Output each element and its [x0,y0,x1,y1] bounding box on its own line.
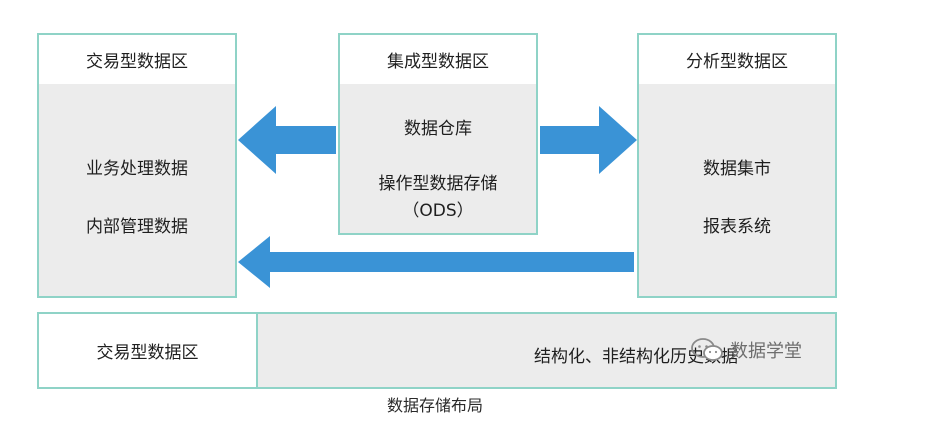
center-panel-item-1: 数据仓库 [404,119,472,139]
bottom-panel-left: 交易型数据区 [37,312,258,389]
watermark-text: 数据学堂 [730,341,802,362]
left-panel-body: 业务处理数据 内部管理数据 [37,84,237,298]
bottom-panel-left-label: 交易型数据区 [96,343,199,363]
arrow-center-to-left [238,106,336,174]
figure-caption: 数据存储布局 [386,396,483,415]
center-panel-title-box: 集成型数据区 [338,33,538,86]
center-panel-body: 数据仓库 操作型数据存储 （ODS） [338,84,538,235]
bottom-panel-right-label: 结构化、非结构化历史数据 [534,347,738,367]
right-panel-item-1: 数据集市 [703,159,771,179]
left-panel-title-box: 交易型数据区 [37,33,237,86]
left-panel-item-1: 业务处理数据 [86,159,188,179]
left-panel-item-2: 内部管理数据 [86,217,188,237]
left-panel-title: 交易型数据区 [86,52,188,72]
right-panel-body: 数据集市 报表系统 [637,84,837,298]
arrow-center-to-right [540,106,637,174]
bottom-panel-right: 结构化、非结构化历史数据 [256,312,837,389]
right-panel-title-box: 分析型数据区 [637,33,837,86]
center-panel-item-3: （ODS） [402,201,474,221]
center-panel-title: 集成型数据区 [387,52,489,72]
center-panel-item-2: 操作型数据存储 [378,174,498,194]
arrow-right-to-left [238,236,634,288]
wechat-icon [691,338,723,361]
watermark: 数据学堂 [690,337,802,363]
right-panel-title: 分析型数据区 [686,52,788,72]
right-panel-item-2: 报表系统 [703,217,771,237]
